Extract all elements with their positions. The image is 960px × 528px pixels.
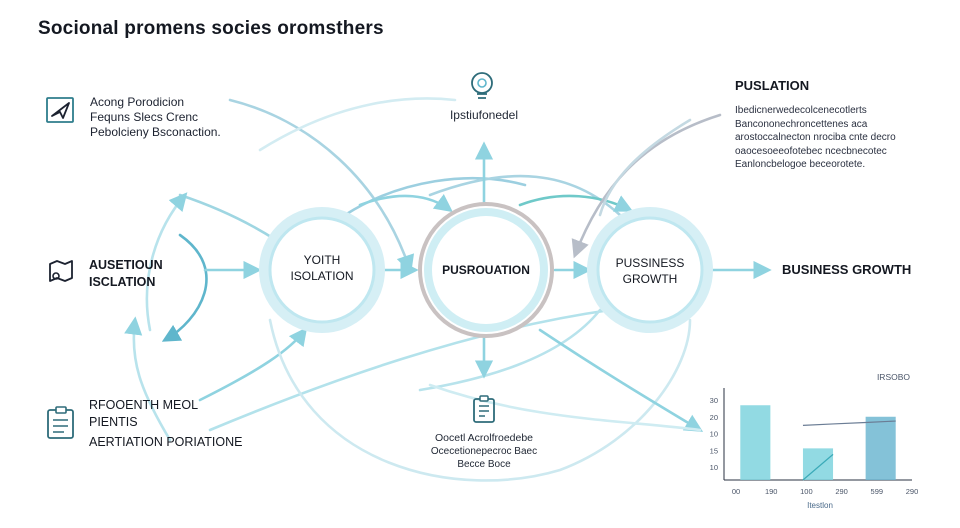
clipboard-icon [45,405,77,441]
arc-left-up [145,192,188,332]
chart-bar-accent [802,453,834,481]
circle-youth-line-1: YOITH [303,253,341,267]
bottom-node-line-1: Oocetl Acrolfroedebe [434,432,534,444]
arc-left-loop [161,233,208,342]
document-icon [470,395,498,425]
left-item-3-line-3: AERTIATION PORIATIONE [89,435,243,449]
map-icon [47,258,75,284]
left-item-3-line-1: RFOOENTH MEOL [89,398,199,412]
circle-youth-line-2: ISOLATION [290,269,354,283]
circle-youth-label: YOITH ISOLATION [270,252,374,284]
circle-center-line-1: PUSROUATION [442,263,530,277]
bottom-node-text: Oocetl Acrolfroedebe Ocecetionepecroc Ba… [414,432,554,471]
chart-bar [802,448,834,480]
chart-y-tick: 20 [710,413,718,422]
paper-plane-icon [45,96,77,126]
chart-series-line [802,420,896,426]
left-item-2-line-2: ISCLATION [89,275,156,289]
circle-business-line-2: GROWTH [622,272,678,286]
right-header-paragraph: Ibedicnerwedecolcenecotlerts Bancononech… [735,105,896,170]
arc-lower-left [198,327,308,402]
chart-y-tick: 15 [710,446,718,455]
chart-bar [740,405,771,480]
bar-chart: IRSOBO 30 20 10 15 10 00 190 100 290 599 290 Ites… [700,368,920,516]
bar-chart-svg: IRSOBO 30 20 10 15 10 00 190 100 290 599 290 Ites… [710,372,919,510]
left-item-3: RFOOENTH MEOL PIENTIS AERTIATION PORIATI… [89,397,243,451]
left-item-3-line-2: PIENTIS [89,415,138,429]
arc-lower-right [428,383,702,432]
right-header-title: PUSLATION [735,78,810,93]
circle-youth-isolation [259,207,385,333]
chart-x-tick: 599 [871,487,884,496]
arc-to-chart [538,328,704,432]
circle-business-growth [587,207,713,333]
chart-x-tick: 190 [765,487,778,496]
top-node-label: Ipstiufonedel [449,108,519,122]
circle-business-line-1: PUSSINESS [615,256,685,270]
chart-y-tick: 30 [710,396,718,405]
left-item-2: AUSETIOUN ISCLATION [89,257,163,291]
arc-top-right [258,97,457,152]
lightbulb-icon [467,70,497,102]
arc-bottom-sweep [208,308,612,432]
chart-title: IRSOBO [877,372,910,382]
circle-center-label: PUSROUATION [426,262,546,278]
page-title: Socional promens socies oromsthers [38,18,384,39]
arc-right-bottom [418,308,602,392]
circle-business-label: PUSSINESS GROWTH [596,255,704,287]
left-item-1-line-2: Fequns Slecs Crenc [90,110,199,124]
left-item-1-line-1: Acong Porodicion [90,95,185,109]
arc-bottom-left-up [124,316,172,442]
arc-deep-bottom [268,318,692,482]
chart-y-tick: 10 [710,430,718,439]
circle-center [418,202,554,338]
left-item-1-line-3: Pebolcieny Bsconaction. [90,125,221,139]
chart-x-tick: 290 [835,487,848,496]
left-item-1: Acong Porodicion Fequns Slecs Crenc Pebo… [90,95,221,140]
chart-xlabel: Itestlon [807,501,833,510]
chart-x-tick: 100 [800,487,813,496]
arc-center-top-inner [358,193,453,213]
arc-teal-top [518,194,634,212]
bottom-node-line-3: Becce Boce [457,459,511,470]
chart-x-tick: 290 [906,487,919,496]
arc-right-top [598,118,692,217]
result-label: BUSINESS GROWTH [782,262,912,277]
bottom-node-line-2: Ocecetionepecroc Baec [430,446,538,457]
left-item-2-line-1: AUSETIOUN [89,258,163,272]
chart-y-tick: 10 [710,463,718,472]
chart-bar [865,416,896,480]
chart-x-tick: 00 [732,487,740,496]
arc-top-left [228,98,415,274]
